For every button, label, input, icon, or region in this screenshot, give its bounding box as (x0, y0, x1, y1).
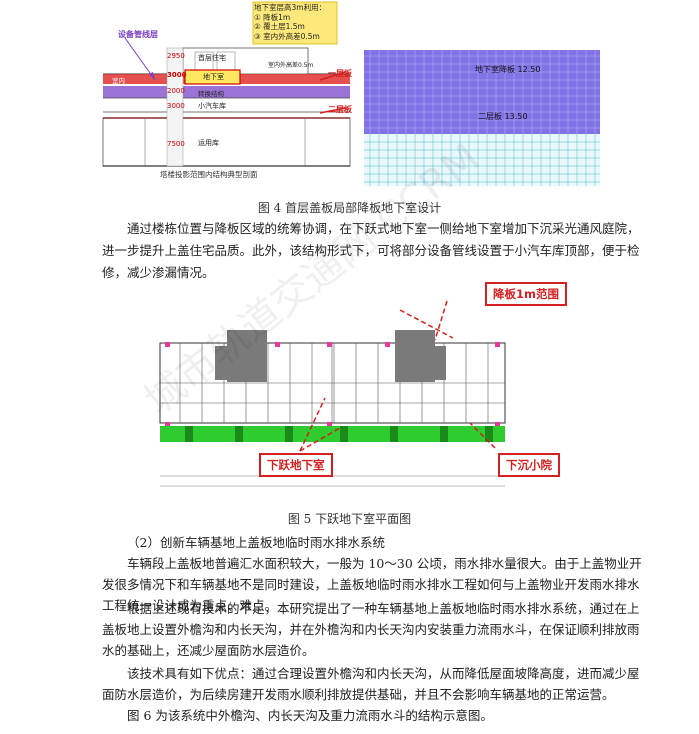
figure5-floor-plan (159, 300, 506, 487)
marker (385, 342, 390, 347)
green-segment (185, 426, 193, 442)
text-line: 根据上述现有技术的不足，本研究提出了一种车辆基地上盖板地临时雨水排水系统，通过在… (127, 601, 640, 616)
label-basement: 下跃地下室 (259, 453, 333, 477)
callout-item: ② 覆土层1.5m (254, 22, 305, 31)
dim-label: 2950 (167, 52, 185, 60)
green-segment (235, 426, 243, 442)
figure5-caption: 图 5 下跃地下室平面图 (287, 512, 412, 526)
callout-item: ③ 室内外高差0.5m (254, 31, 320, 41)
text-line: 车辆段上盖板地普遍汇水面积较大，一般为 10～30 公顷，雨水排水量很大。由于上… (127, 556, 642, 571)
small-label: 室内 (112, 77, 125, 85)
text-line: 工程统一设计成为重点、难点。 (102, 598, 278, 613)
section2-p2: 根据上述现有技术的不足，本研究提出了一种车辆基地上盖板地临时雨水排水系统，通过在… (102, 598, 640, 661)
room-label: 运用库 (198, 139, 219, 147)
green-segment (390, 426, 398, 442)
layer-label: 二层板 (328, 105, 352, 114)
callout-item: ① 降板1m (254, 12, 291, 22)
room-label: 地下室 (203, 73, 224, 81)
callout-box: 地下室层高3m利用： ① 降板1m ② 覆土层1.5m ③ 室内外高差0.5m (254, 3, 338, 41)
figure4-plan-drawing (364, 50, 600, 186)
text-line: 修，减少渗漏情况。 (102, 265, 215, 280)
text-line: 水的基础上，还减少屋面防水层造价。 (102, 643, 315, 658)
green-segment (440, 426, 448, 442)
marker (165, 422, 170, 427)
text-line: 该技术具有如下优点：通过合理设置外檐沟和内长天沟，从而降低屋面坡降高度，进而减少… (127, 666, 640, 681)
room-label: 小汽车库 (198, 102, 226, 110)
text-line: 图 6 为该系统中外檐沟、内长天沟及重力流雨水斗的结构示意图。 (127, 708, 493, 723)
figure4-caption: 图 4 首层盖板局部降板地下室设计 (257, 201, 442, 215)
green-segment (340, 426, 348, 442)
green-segment (285, 426, 293, 442)
text-line: 通过楼栋位置与降板区域的统筹协调，在下跃式地下室一侧给地下室增加下沉采光通风庭院… (127, 221, 640, 236)
section-heading: （2）创新车辆基地上盖板地临时雨水排水系统 (127, 535, 385, 550)
marker (495, 422, 500, 427)
text-line: 进一步提升上盖住宅品质。此外，该结构形式下，可将部分设备管线设置于小汽车库顶部，… (102, 243, 640, 258)
section2: （2）创新车辆基地上盖板地临时雨水排水系统 车辆段上盖板地普遍汇水面积较大，一般… (102, 532, 642, 616)
label-drop-zone: 降板1m范围 (485, 282, 567, 306)
callout-title: 地下室层高3m利用： (254, 3, 327, 12)
plan-label-top: 地下室降板 12.50 (475, 65, 541, 74)
text-line: 发很多情况下和车辆基地不是同时建设，上盖板地临时雨水排水工程如何与上盖物业开发雨… (102, 577, 640, 592)
marker (495, 342, 500, 347)
room-label: 首层住宅 (198, 54, 226, 62)
marker (327, 422, 332, 427)
dim-label: 2000 (167, 87, 185, 95)
layer-label: 一层板 (328, 69, 352, 78)
text-line: 盖板地上设置外檐沟和内长天沟，并在外檐沟和内长天沟内安装重力流雨水斗，在保证顺利… (102, 622, 640, 637)
dim-label: 7500 (167, 140, 185, 148)
paragraph-1: 通过楼栋位置与降板区域的统筹协调，在下跃式地下室一侧给地下室增加下沉采光通风庭院… (102, 218, 640, 284)
text-line: 面防水层造价，为后续房建开发雨水顺利排放提供基础，并且不会影响车辆基地的正常运营… (102, 687, 615, 702)
figure4-section-drawing (102, 1, 351, 167)
marker (165, 342, 170, 347)
marker (275, 342, 280, 347)
dim-label: 3000 (167, 71, 187, 79)
plan-label-mid: 二层板 13.50 (478, 112, 528, 121)
dim-label: 3000 (167, 102, 185, 110)
room-label: 转换结构 (198, 90, 224, 98)
equipment-label: 设备管线层 (118, 30, 158, 39)
section2-p3: 该技术具有如下优点：通过合理设置外檐沟和内长天沟，从而降低屋面坡降高度，进而减少… (102, 663, 640, 726)
marker (327, 342, 332, 347)
level-note: 室内外高差0.5m (268, 62, 314, 69)
drawing-title: 塔楼投影范围内结构典型剖面 (160, 170, 258, 179)
green-segment (485, 426, 493, 442)
label-courtyard: 下沉小院 (498, 453, 560, 477)
